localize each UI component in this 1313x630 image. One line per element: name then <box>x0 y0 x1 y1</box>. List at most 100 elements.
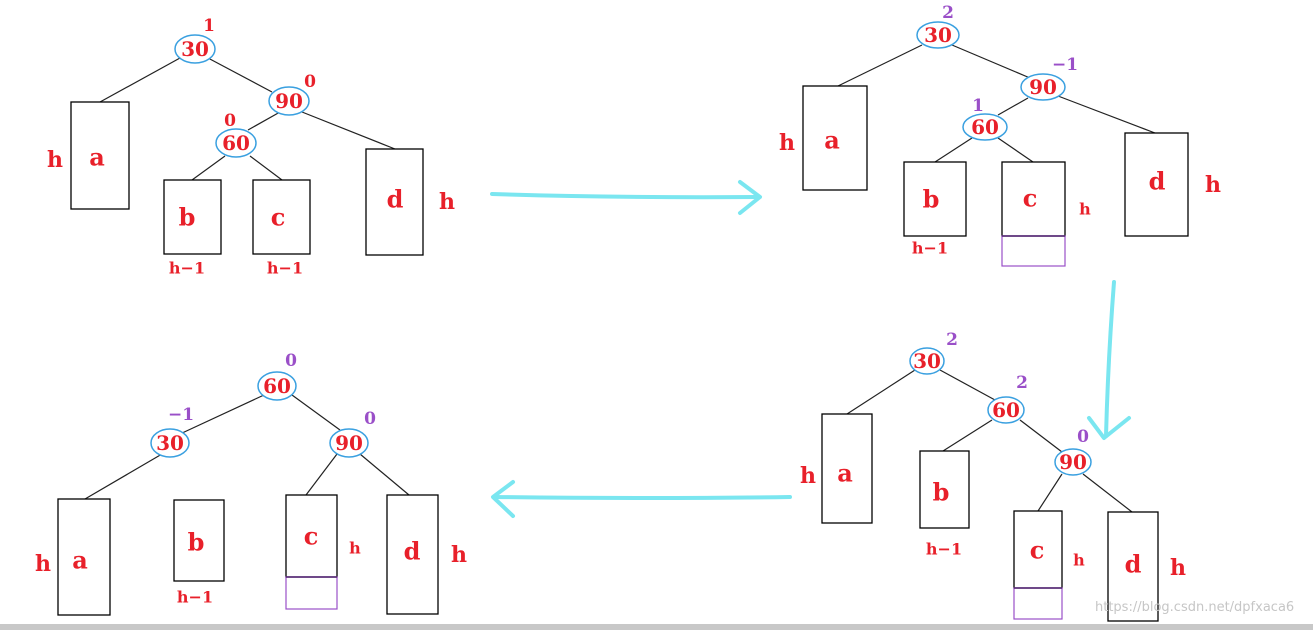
node-60-label: 60 <box>222 131 250 155</box>
subtree-c <box>252 179 311 255</box>
edge-30-a <box>837 44 923 87</box>
arrow-head <box>1087 416 1131 440</box>
edge-90-c <box>305 453 338 496</box>
height-c: h−1 <box>267 259 303 278</box>
subtree-d-label: d <box>1125 550 1142 579</box>
arrow-step-1 <box>490 180 762 215</box>
node-30-label: 30 <box>913 349 941 373</box>
edge-90-c <box>1037 473 1063 512</box>
balance-60: 0 <box>224 111 236 131</box>
node-30-label: 30 <box>181 37 209 61</box>
edge-30-a <box>84 453 163 500</box>
edge-90-d <box>1082 473 1133 513</box>
subtree-d-label: d <box>387 185 404 214</box>
node-60 <box>257 371 297 401</box>
arrow-shaft <box>493 495 792 500</box>
balance-60: 2 <box>1016 373 1028 393</box>
node-90 <box>268 86 310 116</box>
node-90 <box>1020 73 1066 101</box>
node-60-label: 60 <box>263 374 291 398</box>
subtree-a-label: a <box>837 459 853 488</box>
height-b: h−1 <box>926 540 962 559</box>
subtree-d <box>365 148 424 256</box>
subtree-c <box>1013 510 1063 589</box>
subtree-c-extension <box>1001 235 1066 267</box>
subtree-a <box>821 413 873 524</box>
height-d: h <box>439 189 455 215</box>
edge-30-90 <box>951 44 1031 79</box>
subtree-d <box>1107 511 1159 622</box>
panel-balanced-tree: 60 0 30 −1 90 0 a h b h−1 c h d h <box>35 351 467 616</box>
subtree-b <box>919 450 970 529</box>
height-b: h−1 <box>912 239 948 258</box>
node-90-label: 90 <box>1029 75 1057 99</box>
height-a: h <box>47 147 63 173</box>
node-30 <box>174 34 216 64</box>
height-d: h <box>1205 172 1221 198</box>
subtree-c-extension <box>1013 587 1063 620</box>
subtree-a <box>802 85 868 191</box>
node-30-label: 30 <box>924 23 952 47</box>
balance-30: −1 <box>168 405 194 425</box>
watermark: https://blog.csdn.net/dpfxaca6 <box>1095 600 1295 615</box>
subtree-c-label: c <box>1030 536 1045 565</box>
subtree-d <box>386 494 439 615</box>
balance-30: 1 <box>203 16 215 36</box>
edge-90-60 <box>997 97 1029 116</box>
edge-60-b <box>191 155 226 181</box>
edge-30-a <box>846 369 916 415</box>
height-c: h <box>1073 551 1085 570</box>
subtree-a-label: a <box>72 546 88 575</box>
edge-90-d <box>359 453 410 496</box>
balance-30: 2 <box>942 3 954 23</box>
arrow-head <box>738 180 762 215</box>
arrow-head <box>491 480 515 518</box>
edge-90-d <box>1057 95 1156 134</box>
edge-60-90 <box>291 394 341 431</box>
balance-90: 0 <box>364 409 376 429</box>
subtree-d <box>1124 132 1189 237</box>
edge-30-a <box>99 57 181 103</box>
edge-60-b <box>942 419 993 452</box>
edge-60-c <box>997 137 1034 163</box>
subtree-b <box>903 161 967 237</box>
subtree-a <box>70 101 130 210</box>
subtree-c-label: c <box>1023 184 1038 213</box>
edge-60-90 <box>1019 419 1063 453</box>
subtree-a-label: a <box>824 126 840 155</box>
subtree-c <box>285 494 338 578</box>
subtree-b <box>173 499 225 582</box>
subtree-b-label: b <box>188 528 205 557</box>
edge-60-b <box>934 137 973 163</box>
subtree-d-label: d <box>1149 167 1166 196</box>
subtree-c-label: c <box>304 522 319 551</box>
balance-30: 2 <box>946 330 958 350</box>
edge-60-c <box>249 155 283 181</box>
node-60 <box>987 396 1025 424</box>
balance-60: 1 <box>972 96 984 116</box>
height-d: h <box>451 542 467 568</box>
subtree-c-extension <box>285 576 338 610</box>
node-90 <box>329 428 369 458</box>
node-90-label: 90 <box>335 431 363 455</box>
arrow-shaft <box>490 192 760 200</box>
edge-30-90 <box>207 57 273 93</box>
subtree-b <box>163 179 222 255</box>
balance-90: 0 <box>304 72 316 92</box>
node-60-label: 60 <box>992 398 1020 422</box>
arrow-step-2 <box>1087 280 1131 440</box>
panel-after-insert: 30 2 90 −1 60 1 a h b h−1 c h d h <box>779 3 1221 267</box>
subtree-a <box>57 498 111 616</box>
balance-90: 0 <box>1077 427 1089 447</box>
height-b: h−1 <box>169 259 205 278</box>
height-b: h−1 <box>177 588 213 607</box>
arrow-shaft <box>1104 280 1116 438</box>
node-60 <box>962 113 1008 141</box>
node-90-label: 90 <box>1059 450 1087 474</box>
node-30 <box>916 21 960 49</box>
balance-90: −1 <box>1052 55 1078 75</box>
node-60-label: 60 <box>971 115 999 139</box>
node-30-label: 30 <box>156 431 184 455</box>
node-30 <box>150 428 190 458</box>
